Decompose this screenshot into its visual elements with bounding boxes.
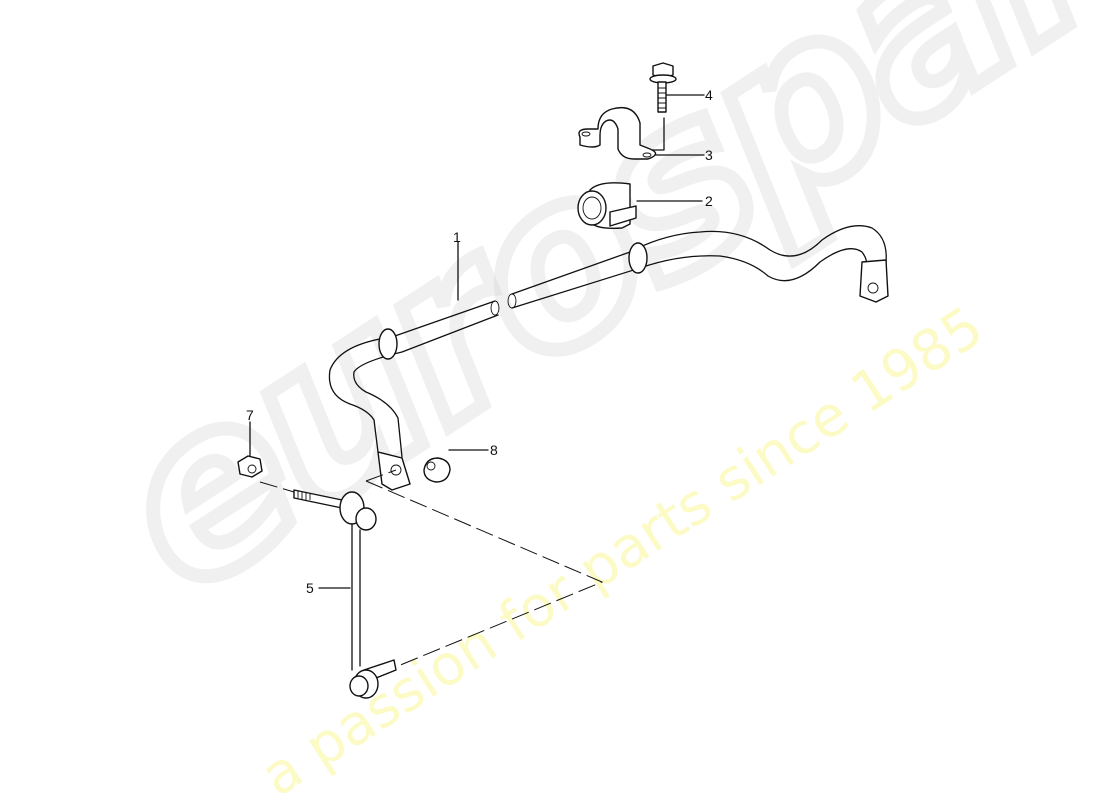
callout-2[interactable]: 2 bbox=[705, 193, 713, 209]
callout-4[interactable]: 4 bbox=[705, 87, 713, 103]
stabilizer-bar-part-1[interactable] bbox=[328, 225, 889, 491]
callout-1[interactable]: 1 bbox=[453, 229, 461, 245]
stabilizer-link-part-5[interactable] bbox=[293, 489, 397, 699]
bushing-part-2[interactable] bbox=[577, 182, 703, 230]
assembly-line-nut bbox=[259, 481, 295, 493]
bolt-part-4[interactable] bbox=[649, 62, 705, 113]
callout-8[interactable]: 8 bbox=[490, 442, 498, 458]
callout-3[interactable]: 3 bbox=[705, 147, 713, 163]
clamp-part-3[interactable] bbox=[578, 106, 705, 160]
callout-5[interactable]: 5 bbox=[306, 580, 314, 596]
hex-nut-part-7[interactable] bbox=[237, 421, 263, 478]
callout-7[interactable]: 7 bbox=[246, 407, 254, 423]
assembly-line-link bbox=[365, 469, 604, 667]
flange-nut-part-8[interactable] bbox=[423, 449, 489, 483]
